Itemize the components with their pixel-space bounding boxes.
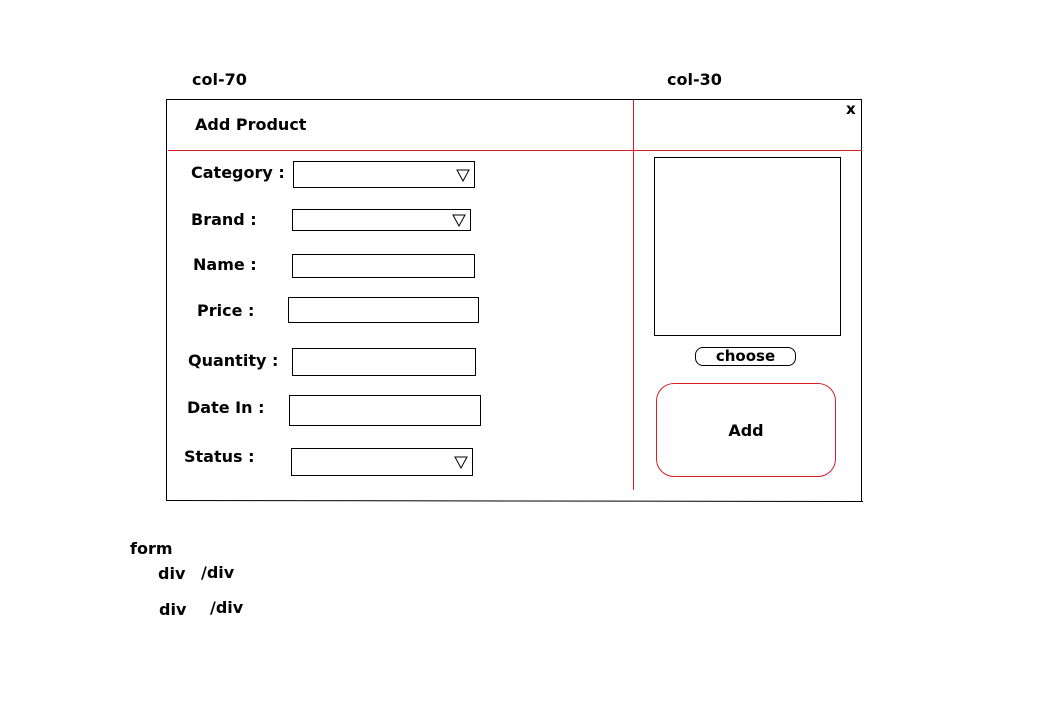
dialog-title: Add Product: [195, 115, 307, 134]
close-icon[interactable]: x: [846, 100, 856, 118]
triangle-down-icon: [454, 456, 468, 469]
frame-bottom-edge: [165, 500, 864, 502]
status-label: Status :: [184, 447, 255, 466]
frame-top-edge: [166, 99, 862, 100]
add-button[interactable]: Add: [656, 383, 836, 477]
note-div-open-2: div: [159, 600, 187, 619]
triangle-down-icon: [452, 214, 466, 227]
quantity-label: Quantity :: [188, 351, 279, 370]
category-label: Category :: [191, 163, 285, 182]
note-div-close-1: /div: [201, 563, 235, 582]
name-label: Name :: [193, 255, 257, 274]
note-form: form: [130, 539, 173, 558]
status-select[interactable]: [291, 448, 473, 476]
column-divider: [633, 100, 634, 490]
triangle-down-icon: [456, 169, 470, 182]
frame-left-edge: [166, 99, 167, 501]
name-input[interactable]: [292, 254, 475, 278]
quantity-input[interactable]: [292, 348, 476, 376]
price-label: Price :: [197, 301, 255, 320]
brand-label: Brand :: [191, 210, 257, 229]
brand-select[interactable]: [292, 209, 471, 231]
date-in-label: Date In :: [187, 398, 265, 417]
image-preview: [654, 157, 841, 336]
note-div-open-1: div: [158, 564, 186, 583]
col-30-label: col-30: [667, 70, 722, 89]
note-div-close-2: /div: [210, 598, 244, 617]
col-70-label: col-70: [192, 70, 247, 89]
price-input[interactable]: [288, 297, 479, 323]
date-in-input[interactable]: [289, 395, 481, 426]
category-select[interactable]: [293, 161, 475, 188]
frame-right-edge: [861, 99, 862, 502]
choose-button[interactable]: choose: [695, 347, 796, 366]
header-divider: [168, 150, 862, 151]
